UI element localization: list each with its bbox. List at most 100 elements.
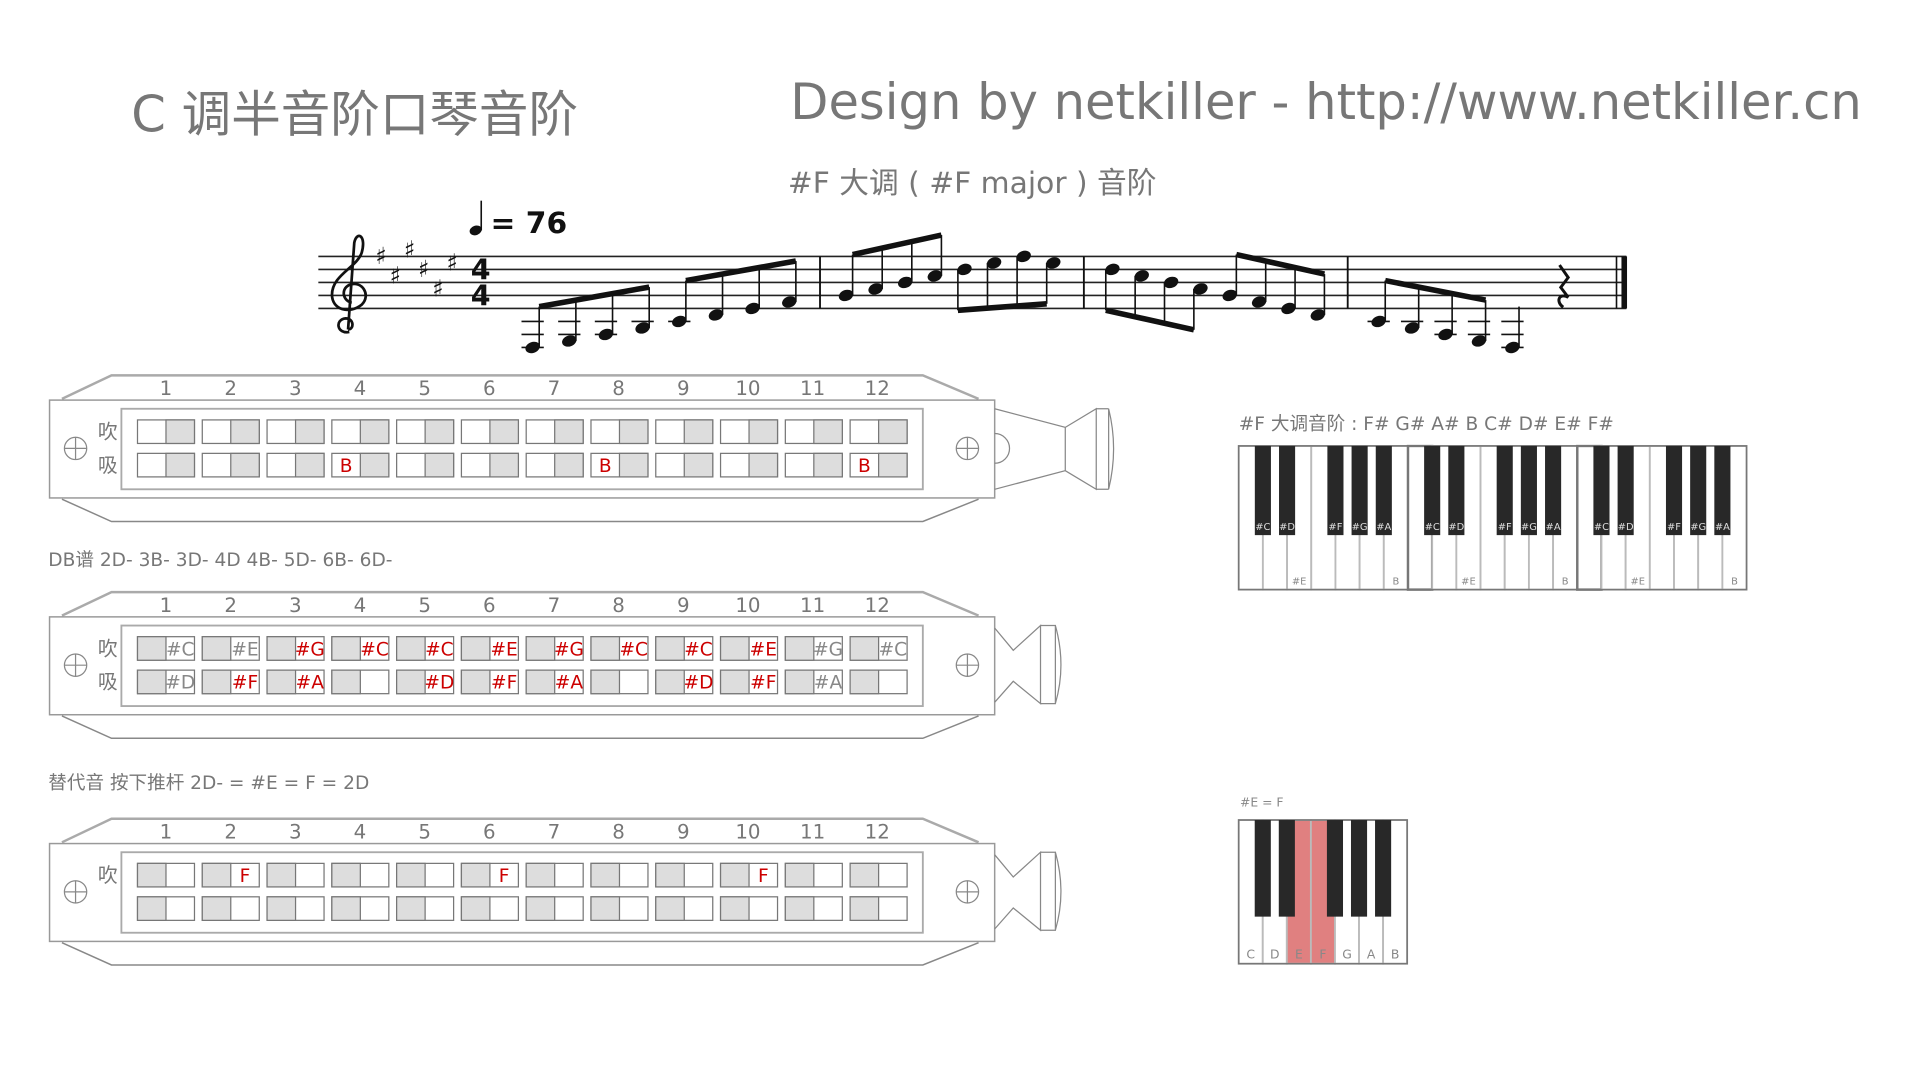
hole-number: 7 xyxy=(548,377,561,400)
note-head xyxy=(1222,289,1238,302)
black-key-label: #C xyxy=(1255,522,1270,533)
white-key-label: C xyxy=(1246,948,1255,962)
black-key xyxy=(1424,445,1441,536)
key-signature-sharp: ♯ xyxy=(404,235,415,263)
slide-button-mouthpiece xyxy=(994,407,1115,491)
black-key-label: #G xyxy=(1352,522,1368,533)
hole-cell-shade xyxy=(813,419,843,445)
black-key xyxy=(1448,445,1465,536)
hole-number: 10 xyxy=(735,594,760,617)
hole-cell-shade xyxy=(136,896,167,921)
hole-cell-shade xyxy=(331,862,361,888)
note-head xyxy=(1105,263,1120,276)
hole-cell-shade xyxy=(813,452,843,478)
hole-cell-shade xyxy=(683,452,714,478)
blow-row-label: 吹 xyxy=(98,864,118,887)
hole-note-blow: F xyxy=(758,866,769,887)
key-signature-sharp: ♯ xyxy=(432,274,443,302)
hole-note-blow: #E xyxy=(231,639,258,660)
note-head xyxy=(745,302,760,315)
hole-number: 3 xyxy=(289,377,302,400)
hole-cell-shade xyxy=(230,452,260,478)
hole-cell-shade xyxy=(590,862,621,888)
hole-cell-shade xyxy=(618,452,649,478)
hole-number: 5 xyxy=(418,377,431,400)
key-signature-sharp: ♯ xyxy=(375,242,386,270)
hole-number: 10 xyxy=(735,377,760,400)
hole-cell-shade xyxy=(784,862,815,888)
hole-note-blow: #G xyxy=(554,639,584,660)
black-key xyxy=(1254,445,1271,536)
hole-cell-shade xyxy=(460,669,491,695)
hole-cell-shade xyxy=(396,669,426,695)
hole-cell-shade xyxy=(655,669,685,695)
hole-cell-shade xyxy=(554,419,584,445)
hole-cell-shade xyxy=(525,669,556,695)
hole-number: 7 xyxy=(548,594,561,617)
hole-note-draw: #D xyxy=(165,673,195,694)
note-head xyxy=(1310,309,1326,321)
black-key-label: #F xyxy=(1667,522,1681,533)
hole-cell-shade xyxy=(201,669,232,695)
keyboard-frame xyxy=(1237,819,1408,965)
hole-number: 8 xyxy=(612,594,625,617)
hole-note-blow: #G xyxy=(295,639,325,660)
hole-note-draw: #A xyxy=(555,673,584,694)
note-beam xyxy=(957,301,1047,314)
key-signature-sharp: ♯ xyxy=(447,248,458,276)
treble-clef-icon xyxy=(330,234,368,334)
hole-cell-shade xyxy=(618,419,649,445)
hole-cell-shade xyxy=(266,862,297,888)
hole-number: 12 xyxy=(865,821,890,844)
hole-cell-shade xyxy=(489,452,520,478)
hole-cell-shade xyxy=(359,452,390,478)
note-head xyxy=(986,257,1002,269)
keyboard-frame xyxy=(1237,445,1748,591)
hole-number: 5 xyxy=(418,821,431,844)
note-head xyxy=(1193,283,1208,295)
note-head xyxy=(525,341,540,354)
hole-number: 2 xyxy=(224,377,237,400)
note-head xyxy=(1505,341,1520,354)
black-key xyxy=(1545,445,1562,536)
black-key-label: #D xyxy=(1618,522,1634,533)
hole-number: 11 xyxy=(800,821,825,844)
black-key xyxy=(1617,445,1634,536)
hole-number: 3 xyxy=(289,594,302,617)
black-key xyxy=(1254,820,1271,917)
hole-number: 4 xyxy=(354,821,367,844)
hole-note-draw: #F xyxy=(232,673,258,694)
black-key-label: #C xyxy=(1425,522,1440,533)
hole-cell-shade xyxy=(719,896,750,921)
black-key xyxy=(1375,820,1392,917)
note-beam xyxy=(685,258,797,284)
hole-cell-shade xyxy=(719,669,750,695)
hole-cell-shade xyxy=(525,636,556,661)
white-key-label: #E xyxy=(1292,577,1307,588)
note-head xyxy=(1163,276,1179,289)
hole-note-blow: F xyxy=(499,866,510,887)
hole-note-blow: #C xyxy=(684,639,713,660)
note-head xyxy=(927,270,943,282)
hole-cell-shade xyxy=(460,636,491,661)
hole-note-draw: #A xyxy=(814,673,843,694)
music-staff: ♯♯♯♯♯♯44= 76 xyxy=(318,200,1628,354)
hole-number: 6 xyxy=(483,594,496,617)
black-key-label: #F xyxy=(1498,522,1512,533)
hole-note-draw: #D xyxy=(424,673,454,694)
white-key-label: B xyxy=(1392,577,1399,588)
hole-cell-shade xyxy=(424,419,455,445)
black-key xyxy=(1496,445,1513,536)
hole-number: 5 xyxy=(418,594,431,617)
hole-number: 4 xyxy=(354,377,367,400)
hole-cell-shade xyxy=(849,896,880,921)
note-head xyxy=(1281,302,1296,315)
black-key-label: #G xyxy=(1690,522,1706,533)
slide-button-mouthpiece xyxy=(994,850,1062,932)
hole-cell-shade xyxy=(201,896,232,921)
black-key-label: #C xyxy=(1594,522,1609,533)
hole-note-blow: #C xyxy=(360,639,389,660)
note-beam xyxy=(1105,307,1195,333)
